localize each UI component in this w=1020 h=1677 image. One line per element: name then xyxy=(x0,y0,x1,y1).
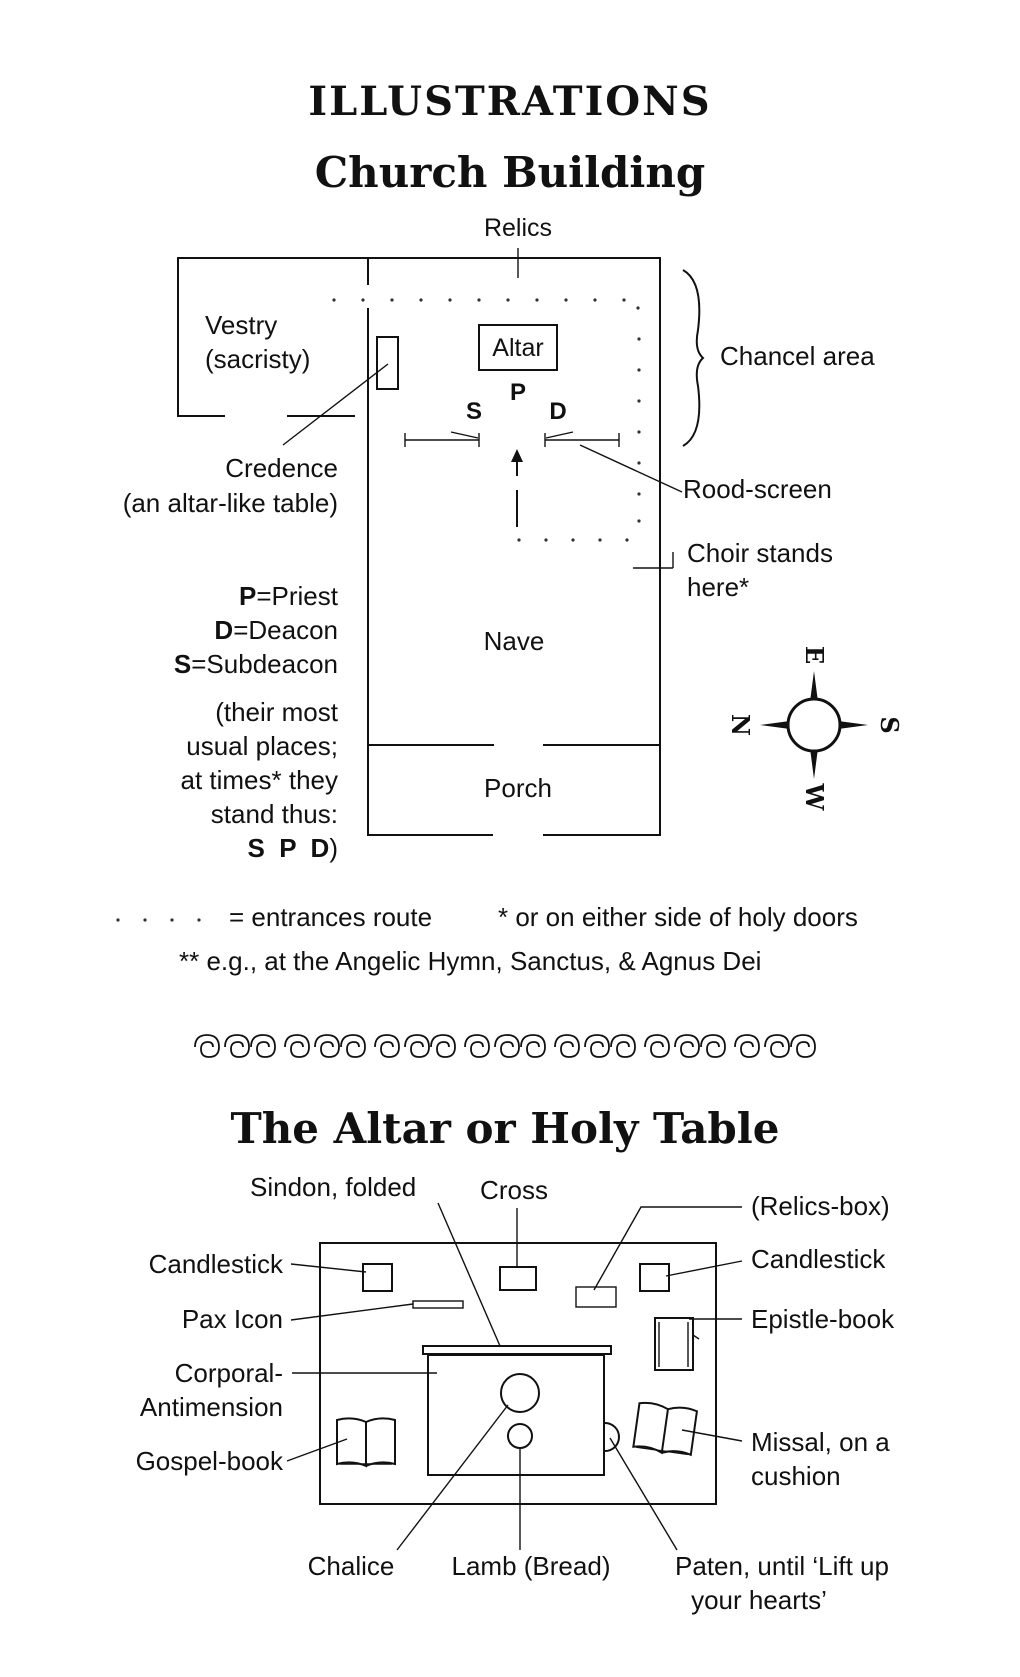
candlestick-left-label: Candlestick xyxy=(149,1249,284,1279)
priest-mark: P xyxy=(510,379,526,406)
candlestick-right-pointer xyxy=(665,1260,743,1277)
candlestick-right-label: Candlestick xyxy=(751,1244,886,1274)
altar-label: Altar xyxy=(492,334,543,362)
altar-box xyxy=(478,324,558,371)
lamb-shape xyxy=(507,1423,533,1449)
legend-note-3: at times* they xyxy=(180,765,338,795)
gospel-book-pointer xyxy=(286,1438,348,1462)
epistle-book-label: Epistle-book xyxy=(751,1304,895,1334)
missal-label: Missal, on a xyxy=(751,1427,890,1457)
main-wall-left xyxy=(367,308,493,836)
corporal-label-sub: Antimension xyxy=(140,1392,283,1422)
subdeacon-mark: S xyxy=(466,398,482,425)
deacon-mark: D xyxy=(549,398,566,425)
footnote-dots xyxy=(116,918,201,922)
nave-label: Nave xyxy=(484,626,545,656)
missal-icon xyxy=(632,1401,699,1457)
ornament-divider xyxy=(194,1034,816,1058)
missal-pointer xyxy=(681,1429,743,1442)
cross-label: Cross xyxy=(480,1175,548,1205)
page-title: ILLUSTRATIONS xyxy=(308,78,711,125)
relics-box xyxy=(575,1286,617,1308)
chancel-brace xyxy=(682,269,705,447)
altar-diagram: Sindon, folded Cross (Relics-box) Candle… xyxy=(136,1172,895,1615)
compass-e: E xyxy=(800,646,829,664)
corporal-label: Corporal- xyxy=(175,1358,283,1388)
legend-deacon: D=Deacon xyxy=(214,615,338,645)
gospel-book-icon xyxy=(336,1417,396,1468)
paten-label: Paten, until ‘Lift up xyxy=(675,1551,889,1581)
footnote-holy-doors: * or on either side of holy doors xyxy=(498,902,858,932)
pax-icon-label: Pax Icon xyxy=(182,1304,283,1334)
sindon-label: Sindon, folded xyxy=(250,1172,416,1202)
paten-shape xyxy=(604,1422,620,1452)
choir-label: Choir stands xyxy=(687,538,833,568)
credence-label-sub: (an altar-like table) xyxy=(123,488,338,518)
compass: N S E W xyxy=(726,646,904,812)
legend-note-1: (their most xyxy=(215,697,339,727)
legend-subdeacon: S=Subdeacon xyxy=(174,649,338,679)
lamb-label: Lamb (Bread) xyxy=(452,1551,611,1581)
entrance-route-dots xyxy=(332,298,641,542)
chalice-pointer xyxy=(396,1404,509,1551)
credence-label: Credence xyxy=(225,453,338,483)
corporal-antimension xyxy=(427,1354,605,1476)
compass-ring xyxy=(786,697,842,753)
compass-n: N xyxy=(726,714,755,736)
compass-w: W xyxy=(800,783,829,812)
sindon-pointer xyxy=(437,1202,501,1347)
rood-screen-label: Rood-screen xyxy=(683,474,832,504)
chalice-shape xyxy=(500,1373,540,1413)
footnote-entrances: = entrances route xyxy=(229,902,432,932)
relics-box-pointer xyxy=(593,1206,742,1291)
legend-note-5: S P D) xyxy=(247,833,338,863)
gospel-book-label: Gospel-book xyxy=(136,1446,284,1476)
credence-table xyxy=(376,336,399,390)
paten-label-sub: your hearts’ xyxy=(691,1585,827,1615)
sindon-folded xyxy=(422,1345,612,1355)
porch-label: Porch xyxy=(484,773,552,803)
relics-box-label: (Relics-box) xyxy=(751,1191,890,1221)
compass-s: S xyxy=(875,716,904,733)
vestry-outline xyxy=(177,257,368,417)
rood-screen-pointer xyxy=(579,444,683,493)
missal-label-sub: cushion xyxy=(751,1461,841,1491)
main-wall-right xyxy=(368,257,661,836)
section-title-church: Church Building xyxy=(315,148,706,197)
paten-pointer xyxy=(609,1437,678,1551)
vestry-label: Vestry xyxy=(205,310,277,340)
legend-note-4: stand thus: xyxy=(211,799,338,829)
legend-priest: P=Priest xyxy=(239,581,339,611)
chancel-area-label: Chancel area xyxy=(720,341,875,371)
legend-note-2: usual places; xyxy=(186,731,338,761)
choir-label-sub: here* xyxy=(687,572,749,602)
church-plan: Relics Vestry (sacristy) Credence (an al… xyxy=(116,214,904,976)
pax-icon-shape xyxy=(412,1300,464,1309)
vestry-label-sub: (sacristy) xyxy=(205,344,310,374)
candlestick-left-pointer xyxy=(290,1263,367,1273)
pax-icon-pointer xyxy=(290,1303,414,1321)
footnote-hymns: ** e.g., at the Angelic Hymn, Sanctus, &… xyxy=(179,946,761,976)
credence-pointer xyxy=(282,363,389,446)
candlestick-left xyxy=(362,1263,393,1292)
chalice-label: Chalice xyxy=(308,1551,395,1581)
section-title-altar: The Altar or Holy Table xyxy=(231,1104,780,1153)
candlestick-right xyxy=(639,1263,670,1292)
epistle-book-icon xyxy=(654,1317,700,1371)
cross-block xyxy=(499,1266,537,1291)
entrance-arrow-head xyxy=(511,449,523,462)
relics-label: Relics xyxy=(484,214,552,242)
